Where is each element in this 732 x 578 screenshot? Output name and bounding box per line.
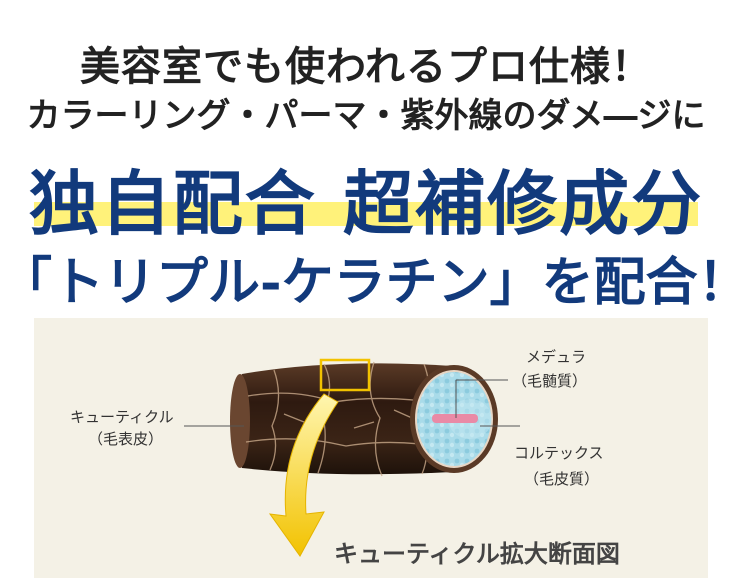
zoom-arrow [268,393,339,557]
medulla-label: メデュラ [526,348,587,366]
cortex-sub-label: （毛皮質） [524,470,600,488]
hair-diagram-panel: キューティクル （毛表皮） メデュラ （毛髄質） コルテックス （毛皮質） キュ… [34,318,708,578]
medulla-sub-label: （毛髄質） [512,372,588,390]
hair-shaft [230,361,452,477]
hair-cross-section [410,365,498,473]
diagram-caption: キューティクル拡大断面図 [334,540,620,568]
leader-lines [184,379,520,427]
headline-highlight-block: 独自配合 超補修成分 [0,148,732,245]
medulla-core [432,414,478,423]
yellow-highlight-band [34,202,698,226]
headline-line-2: カラーリング・パーマ・紫外線のダメ―ジに [26,96,706,136]
cuticle-sub-label: （毛表皮） [88,430,164,448]
headline-line-3: 独自配合 超補修成分 [28,162,704,245]
zoom-highlight-box [319,358,371,392]
hair-structure-diagram [184,358,520,557]
cortex-label: コルテックス [514,444,604,462]
headline-line-4: 「トリプル-ケラチン」を配合！ [0,252,732,313]
headline-line-1: 美容室でも使われるプロ仕様！ [80,43,652,90]
cuticle-label: キューティクル [70,408,174,426]
